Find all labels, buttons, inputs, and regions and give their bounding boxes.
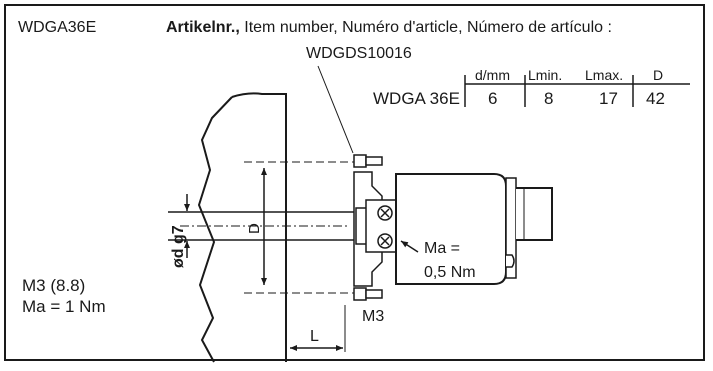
dim-d-label: D bbox=[246, 223, 263, 234]
motor-body bbox=[197, 92, 287, 363]
table-header-d: d/mm bbox=[475, 67, 510, 83]
screw-label: M3 bbox=[362, 308, 384, 325]
article-leader-line bbox=[317, 65, 354, 154]
dim-shaft-label: ød g7 bbox=[170, 225, 187, 268]
clamp-bracket bbox=[353, 171, 397, 287]
mounting-bolt-torque: Ma = 1 Nm bbox=[22, 297, 106, 316]
table-header-lmin: Lmin. bbox=[528, 67, 562, 83]
table-cell-lmin: 8 bbox=[544, 89, 553, 108]
torque-label-line1: Ma = bbox=[424, 240, 460, 257]
article-number-header: Artikelnr., Item number, Numéro d'articl… bbox=[166, 19, 612, 37]
product-code: WDGA36E bbox=[18, 19, 97, 36]
spec-table bbox=[464, 75, 690, 107]
table-header-lmax: Lmax. bbox=[585, 67, 623, 83]
drawing-frame bbox=[4, 4, 705, 361]
table-cell-diameter: 42 bbox=[646, 89, 665, 108]
encoder-housing bbox=[395, 173, 553, 285]
table-cell-lmax: 17 bbox=[599, 89, 618, 108]
length-dimension bbox=[290, 305, 346, 352]
torque-label-line2: 0,5 Nm bbox=[424, 264, 476, 281]
table-cell-d: 6 bbox=[488, 89, 497, 108]
dim-l-label: L bbox=[310, 328, 319, 345]
table-header-diameter: D bbox=[653, 67, 663, 83]
article-label-translations: Item number, Numéro d'article, Número de… bbox=[239, 19, 612, 36]
diameter-dimension bbox=[244, 161, 358, 294]
article-label-bold: Artikelnr., bbox=[166, 19, 240, 36]
torque-leader-arrow bbox=[400, 240, 419, 253]
table-row-model: WDGA 36E bbox=[373, 89, 460, 108]
mounting-screws bbox=[353, 154, 383, 301]
article-number: WDGDS10016 bbox=[306, 45, 412, 62]
mounting-bolt-spec: M3 (8.8) bbox=[22, 276, 86, 295]
